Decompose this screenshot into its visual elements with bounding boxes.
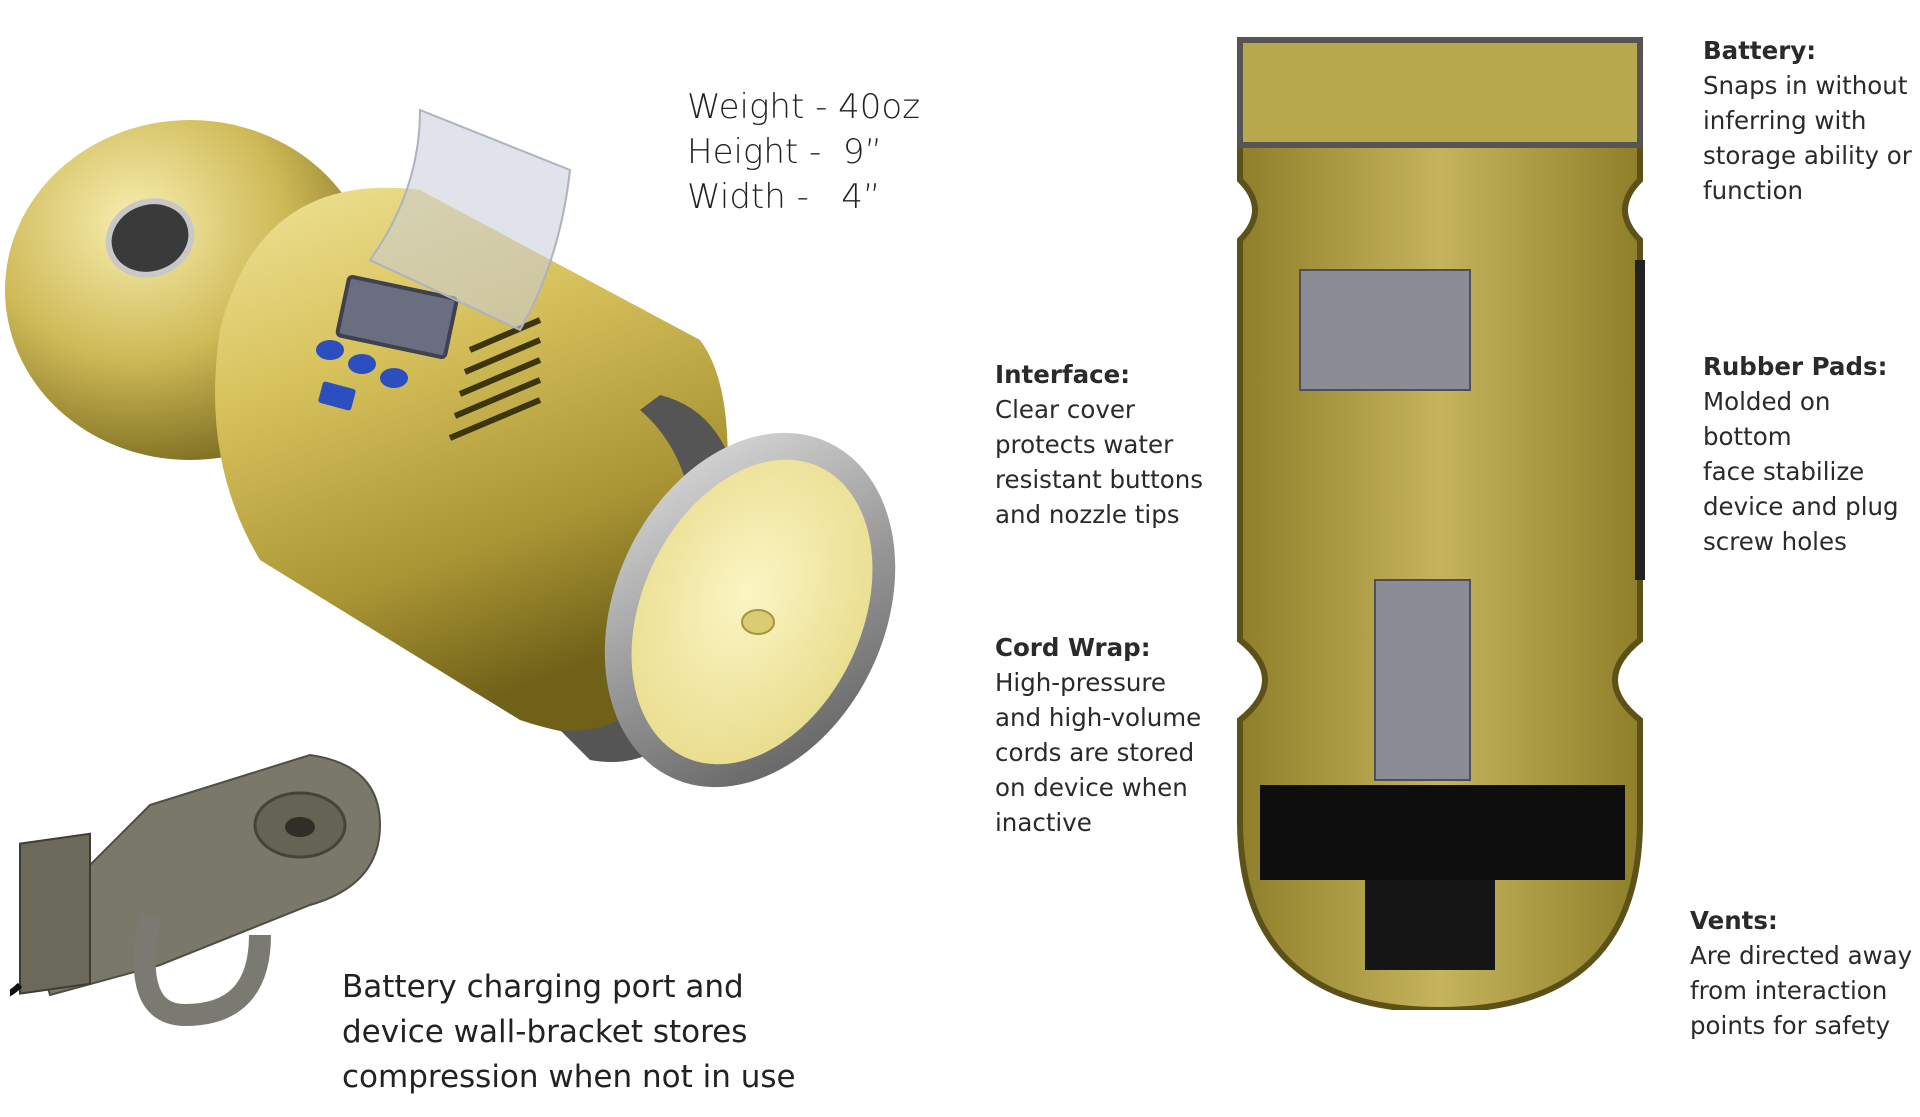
annotation-battery: Battery: Snaps in without inferring with… bbox=[1703, 33, 1912, 208]
spec-weight: Weight - 40oz bbox=[687, 87, 921, 127]
bracket-caption: Battery charging port and device wall-br… bbox=[342, 965, 796, 1100]
annotation-vents: Vents: Are directed away from interactio… bbox=[1690, 903, 1912, 1043]
annotation-line: Snaps in without bbox=[1703, 71, 1908, 100]
annotation-heading: Interface: bbox=[995, 360, 1131, 389]
vent-slots bbox=[448, 317, 542, 441]
pump-block bbox=[1299, 269, 1471, 391]
caption-line-1: Battery charging port and bbox=[342, 969, 744, 1005]
wall-bracket-render bbox=[10, 753, 382, 1027]
device-render bbox=[5, 108, 896, 788]
clear-cover bbox=[368, 108, 572, 332]
spec-height: Height - 9” bbox=[687, 132, 883, 172]
annotation-interface: Interface: Clear cover protects water re… bbox=[995, 357, 1203, 532]
rubber-pad bbox=[1635, 260, 1645, 580]
annotation-line: device and plug bbox=[1703, 492, 1899, 521]
annotation-heading: Cord Wrap: bbox=[995, 633, 1151, 662]
display-screen bbox=[335, 274, 459, 360]
caption-line-2: device wall-bracket stores bbox=[342, 1014, 748, 1050]
annotation-line: on device when bbox=[995, 773, 1188, 802]
annotation-line: Clear cover bbox=[995, 395, 1135, 424]
annotation-heading: Rubber Pads: bbox=[1703, 352, 1888, 381]
motor-block bbox=[1374, 579, 1471, 781]
bracket-base bbox=[19, 832, 91, 995]
cap-button bbox=[741, 609, 775, 635]
charging-cable bbox=[10, 982, 23, 997]
annotation-line: inferring with bbox=[1703, 106, 1867, 135]
annotation-line: and high-volume bbox=[995, 703, 1202, 732]
annotation-line: cords are stored bbox=[995, 738, 1195, 767]
annotation-heading: Vents: bbox=[1690, 906, 1778, 935]
annotation-line: protects water bbox=[995, 430, 1174, 459]
power-switch bbox=[318, 381, 356, 411]
annotation-line: from interaction bbox=[1690, 976, 1888, 1005]
caption-line-3: compression when not in use bbox=[342, 1059, 796, 1095]
annotation-line: storage ability or bbox=[1703, 141, 1912, 170]
annotation-line: and nozzle tips bbox=[995, 500, 1180, 529]
button-1 bbox=[316, 340, 344, 360]
button-2 bbox=[348, 354, 376, 374]
battery-module bbox=[1237, 37, 1643, 148]
annotation-line: function bbox=[1703, 176, 1804, 205]
vent-fan bbox=[1260, 785, 1625, 880]
annotation-line: inactive bbox=[995, 808, 1092, 837]
button-3 bbox=[380, 368, 408, 388]
annotation-line: resistant buttons bbox=[995, 465, 1204, 494]
annotation-line: points for safety bbox=[1690, 1011, 1891, 1040]
annotation-line: Molded on bottom bbox=[1703, 387, 1831, 451]
annotation-line: Are directed away bbox=[1690, 941, 1913, 970]
annotation-line: High-pressure bbox=[995, 668, 1166, 697]
cross-section-render bbox=[1237, 37, 1645, 1010]
annotation-heading: Battery: bbox=[1703, 36, 1817, 65]
bracket-hook bbox=[133, 912, 271, 1027]
spec-width: Width - 4” bbox=[687, 177, 881, 217]
nozzle-hole bbox=[105, 198, 195, 278]
annotation-rubber-pads: Rubber Pads: Molded on bottom face stabi… bbox=[1703, 349, 1920, 559]
bracket-port-hole bbox=[285, 817, 315, 837]
annotation-line: screw holes bbox=[1703, 527, 1847, 556]
vent-duct bbox=[1365, 880, 1495, 970]
annotation-cord-wrap: Cord Wrap: High-pressure and high-volume… bbox=[995, 630, 1201, 840]
annotation-line: face stabilize bbox=[1703, 457, 1865, 486]
specs-block: Weight - 40oz Height - 9” Width - 4” bbox=[687, 85, 920, 220]
